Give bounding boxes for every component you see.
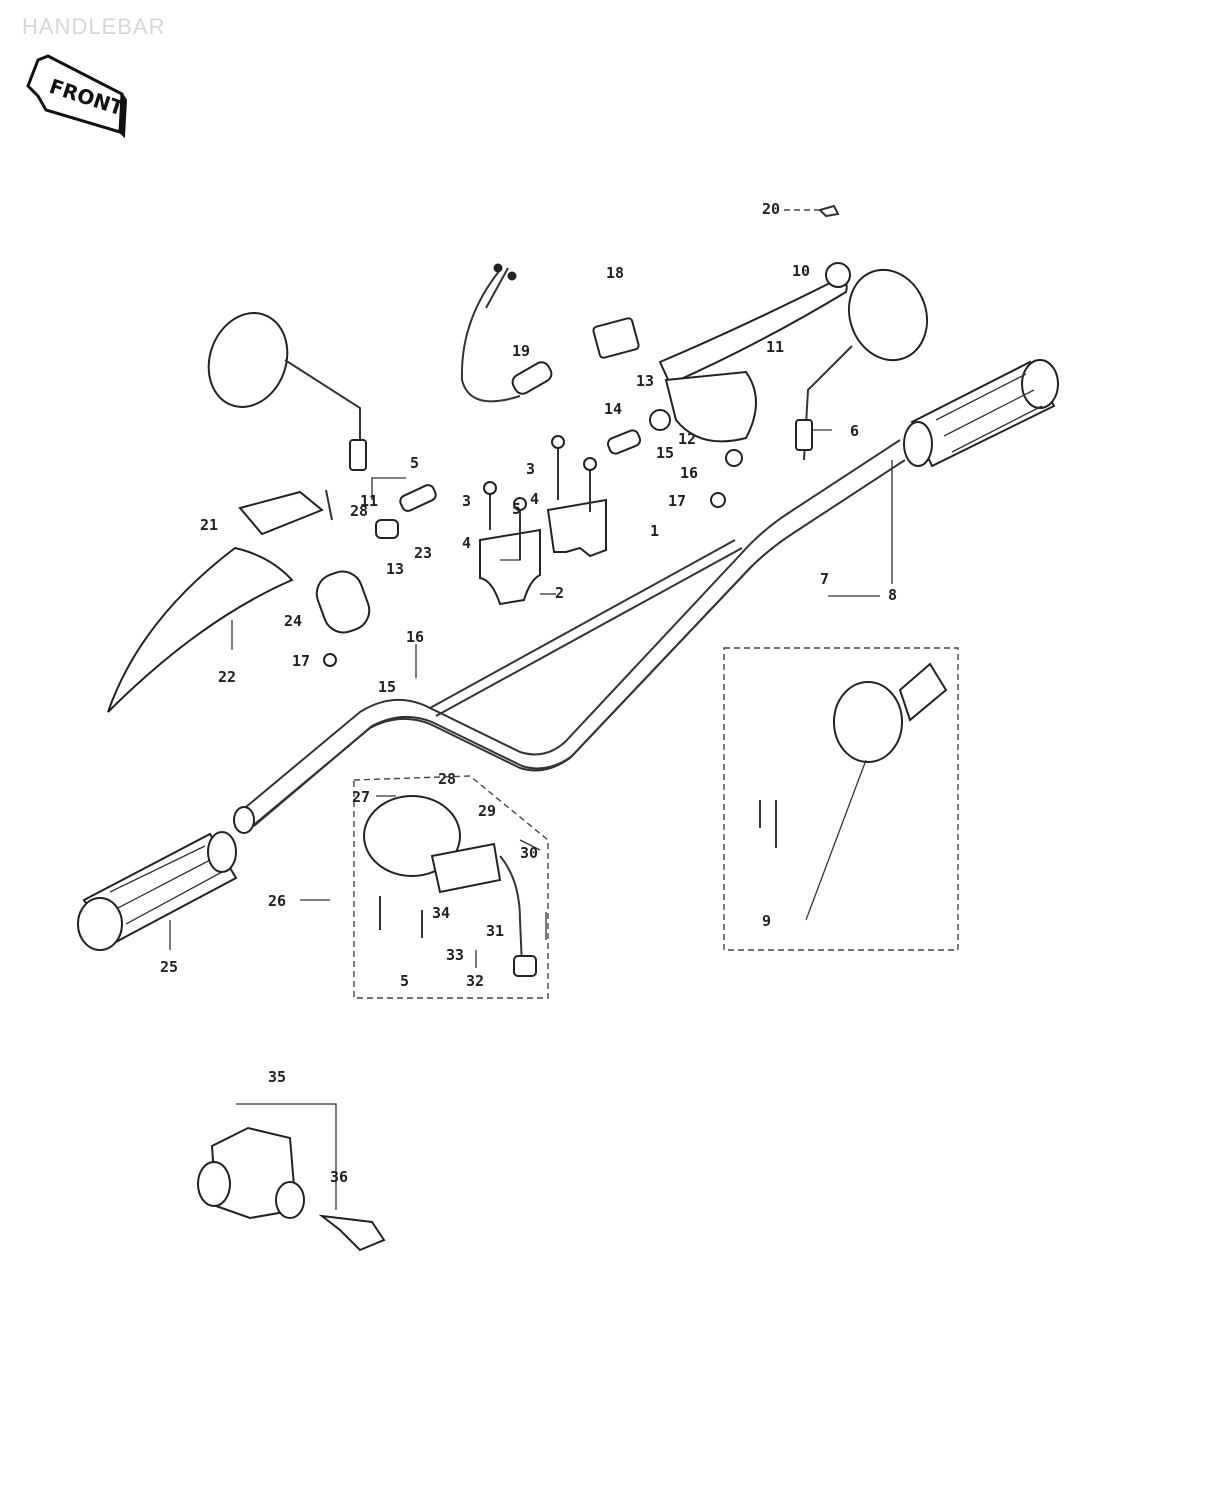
callout-17a: 17 — [668, 492, 686, 510]
callout-10: 10 — [792, 262, 810, 280]
callout-4a: 4 — [462, 534, 471, 552]
callout-2: 2 — [555, 584, 564, 602]
callout-28a: 28 — [438, 770, 456, 788]
callout-31: 31 — [486, 922, 504, 940]
callout-14: 14 — [604, 400, 622, 418]
callout-3a: 3 — [462, 492, 471, 510]
callout-20: 20 — [762, 200, 780, 218]
callout-1: 1 — [650, 522, 659, 540]
clamp-brackets — [479, 498, 607, 606]
callout-23: 23 — [414, 544, 432, 562]
callout-13a: 13 — [636, 372, 654, 390]
left-switch-inset — [353, 775, 549, 999]
callout-9: 9 — [762, 912, 771, 930]
left-grip — [77, 831, 238, 951]
callout-17b: 17 — [292, 652, 310, 670]
callout-7: 7 — [820, 570, 829, 588]
left-mirror — [207, 312, 367, 471]
switch-18 — [592, 317, 640, 359]
front-badge: FRONT — [26, 54, 128, 139]
callout-5c: 5 — [400, 972, 409, 990]
callout-5b: 5 — [512, 500, 521, 518]
callout-22: 22 — [218, 668, 236, 686]
callout-24: 24 — [284, 612, 302, 630]
callout-19: 19 — [512, 342, 530, 360]
callout-labels: 1 2 3 3 4 4 5 5 5 6 7 8 9 10 11 11 12 13… — [160, 200, 897, 1186]
callout-15a: 15 — [656, 444, 674, 462]
callout-4b: 4 — [530, 490, 539, 508]
callout-29: 29 — [478, 802, 496, 820]
page-title: HANDLEBAR — [22, 14, 166, 39]
brake-lever — [658, 262, 851, 443]
callout-33: 33 — [446, 946, 464, 964]
small-parts — [323, 204, 840, 667]
ignition-switch — [197, 1103, 386, 1252]
callout-35: 35 — [268, 1068, 286, 1086]
throttle-cable — [460, 263, 553, 403]
callout-16a: 16 — [680, 464, 698, 482]
callout-34: 34 — [432, 904, 450, 922]
callout-15b: 15 — [378, 678, 396, 696]
clutch-lever — [107, 490, 371, 713]
callout-27: 27 — [352, 788, 370, 806]
callout-28b: 28 — [350, 502, 368, 520]
callout-11b: 11 — [360, 492, 378, 510]
callout-26: 26 — [268, 892, 286, 910]
callout-30: 30 — [520, 844, 538, 862]
callout-12: 12 — [678, 430, 696, 448]
callout-25: 25 — [160, 958, 178, 976]
callout-3b: 3 — [526, 460, 535, 478]
callout-13b: 13 — [386, 560, 404, 578]
right-mirror — [795, 268, 929, 461]
right-switch-inset — [723, 647, 959, 951]
callout-8: 8 — [888, 586, 897, 604]
callout-5a: 5 — [410, 454, 419, 472]
callout-11a: 11 — [766, 338, 784, 356]
callout-16b: 16 — [406, 628, 424, 646]
callout-36: 36 — [330, 1168, 348, 1186]
right-grip — [903, 359, 1059, 468]
callout-32: 32 — [466, 972, 484, 990]
callout-6: 6 — [850, 422, 859, 440]
handlebar-tube — [233, 439, 906, 834]
callout-21: 21 — [200, 516, 218, 534]
callout-18: 18 — [606, 264, 624, 282]
leader-lines — [169, 209, 893, 968]
